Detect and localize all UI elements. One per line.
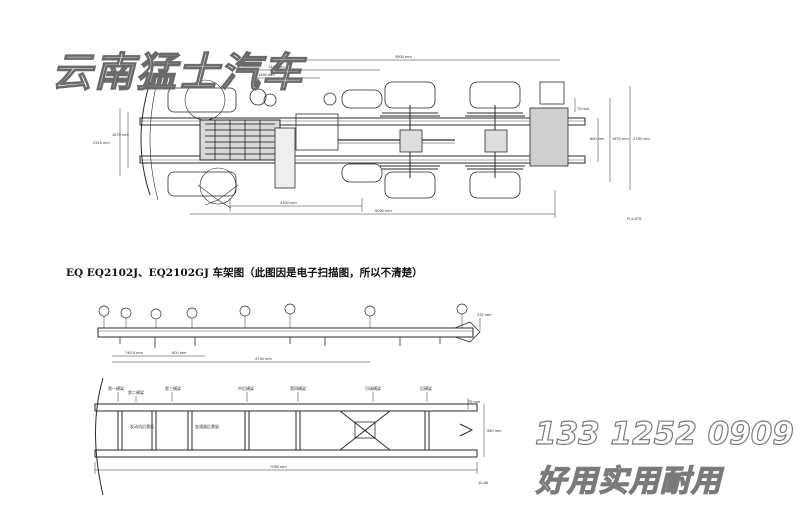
crossmember-label-7: 后横梁 <box>420 385 432 391</box>
brand-watermark: 云南猛士汽车 <box>51 49 304 96</box>
phone-watermark: 133 1252 0909 <box>534 415 794 452</box>
dim-1440: 1440 mm <box>268 64 285 69</box>
top-chassis-plan <box>119 59 631 218</box>
dim-75: 75 mm <box>577 106 590 111</box>
crossmember-label-4: 中后横梁 <box>238 385 254 391</box>
crossmember-label-3: 第三横梁 <box>165 385 181 391</box>
bracket-label-engine: 发动机后悬架 <box>130 423 154 429</box>
dim-5090: 5090 mm <box>375 208 392 213</box>
plan-dim-75: 75 mm <box>468 399 481 404</box>
crossmember-label-5: 第四横梁 <box>290 385 306 391</box>
dim-740: 740.5 mm <box>125 350 143 355</box>
bracket-label-gearbox: 变速器后悬架 <box>195 423 219 429</box>
dim-1460: 1460 mm <box>258 72 275 77</box>
figure-caption: EQ EQ2102J、EQ2102GJ 车架图（此图因是电子扫描图，所以不清楚） <box>66 267 423 279</box>
dim-2750: 2750 mm <box>633 136 650 141</box>
dim-1870: 1870 mm <box>612 136 629 141</box>
side-view-dimension-labels: 740.5 mm 600 mm 4740 mm 232 mm <box>125 312 492 361</box>
slogan-watermark: 好用实用耐用 <box>535 463 722 499</box>
plan-ref-code: 11-86 <box>478 480 489 485</box>
dim-2315: 2315 mm <box>93 140 110 145</box>
dim-2400: 2400 mm <box>280 200 297 205</box>
callout-circles <box>98 303 468 320</box>
top-ref-code: R-9-075 <box>627 216 642 221</box>
crossmember-label-6: 可调横梁 <box>365 385 381 391</box>
top-view-dimension-labels: 3500 mm 1440 mm 1460 mm 2315 mm 1875 mm … <box>93 54 650 221</box>
crossmember-label-2: 第二横梁 <box>128 389 144 395</box>
bottom-plan-frame <box>94 377 485 496</box>
crossmember-label-1: 第一横梁 <box>108 385 124 391</box>
plan-dim-960: 960 mm <box>487 428 502 433</box>
dim-3500: 3500 mm <box>395 54 412 59</box>
dim-860: 860 mm <box>590 136 605 141</box>
dim-1875: 1875 mm <box>112 132 129 137</box>
plan-view-labels: 第一横梁 第二横梁 第三横梁 中后横梁 第四横梁 可调横梁 后横梁 发动机后悬架… <box>108 385 502 485</box>
side-view-frame <box>97 314 481 363</box>
dim-4740: 4740 mm <box>255 356 272 361</box>
dim-7085: 7085 mm <box>270 464 287 469</box>
dim-600: 600 mm <box>172 350 187 355</box>
dim-232: 232 mm <box>477 312 492 317</box>
